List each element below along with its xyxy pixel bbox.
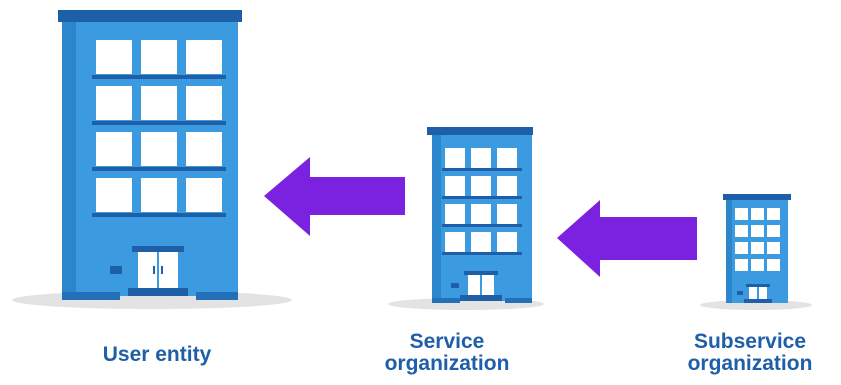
base-block xyxy=(196,292,238,300)
windows xyxy=(96,40,222,212)
steps xyxy=(460,295,502,301)
windows xyxy=(735,208,780,271)
service-organization-building-icon xyxy=(388,127,544,310)
wall-sign xyxy=(737,291,743,295)
steps xyxy=(744,299,772,303)
entrance-canopy xyxy=(746,284,770,287)
service-organization-label-line1: Service xyxy=(409,330,485,353)
entrance-canopy xyxy=(464,271,498,275)
user-entity-label: User entity xyxy=(62,344,252,366)
windows xyxy=(445,148,517,252)
floor-ledges xyxy=(92,75,226,217)
door-handle xyxy=(153,266,155,274)
steps xyxy=(128,288,188,296)
door-divider xyxy=(157,252,159,288)
wall-sign xyxy=(110,266,122,274)
user-entity-label-text: User entity xyxy=(102,343,212,366)
arrow-left-icon xyxy=(557,200,697,277)
building-side-shade xyxy=(726,199,732,303)
arrow-left-icon xyxy=(264,157,405,236)
floor-ledges xyxy=(442,168,522,255)
user-entity-building-icon xyxy=(12,10,292,309)
door-divider xyxy=(480,275,482,295)
base-block xyxy=(62,292,120,300)
base-block xyxy=(505,298,532,303)
wall-sign xyxy=(451,283,459,288)
door-handle xyxy=(161,266,163,274)
entrance-canopy xyxy=(132,246,184,252)
subservice-organization-label-line1: Subservice xyxy=(693,330,807,353)
service-organization-label: Service organization xyxy=(372,331,522,375)
service-organization-label-line2: organization xyxy=(384,352,510,375)
building-side-shade xyxy=(432,133,441,301)
building-side-shade xyxy=(62,20,76,296)
door-divider xyxy=(757,287,759,299)
roof xyxy=(58,10,242,22)
subservice-organization-label-line2: organization xyxy=(687,352,813,375)
roof xyxy=(723,194,791,200)
subservice-organization-building-icon xyxy=(700,194,812,310)
subservice-organization-label: Subservice organization xyxy=(665,331,835,375)
roof xyxy=(427,127,533,135)
base-block xyxy=(432,298,460,303)
